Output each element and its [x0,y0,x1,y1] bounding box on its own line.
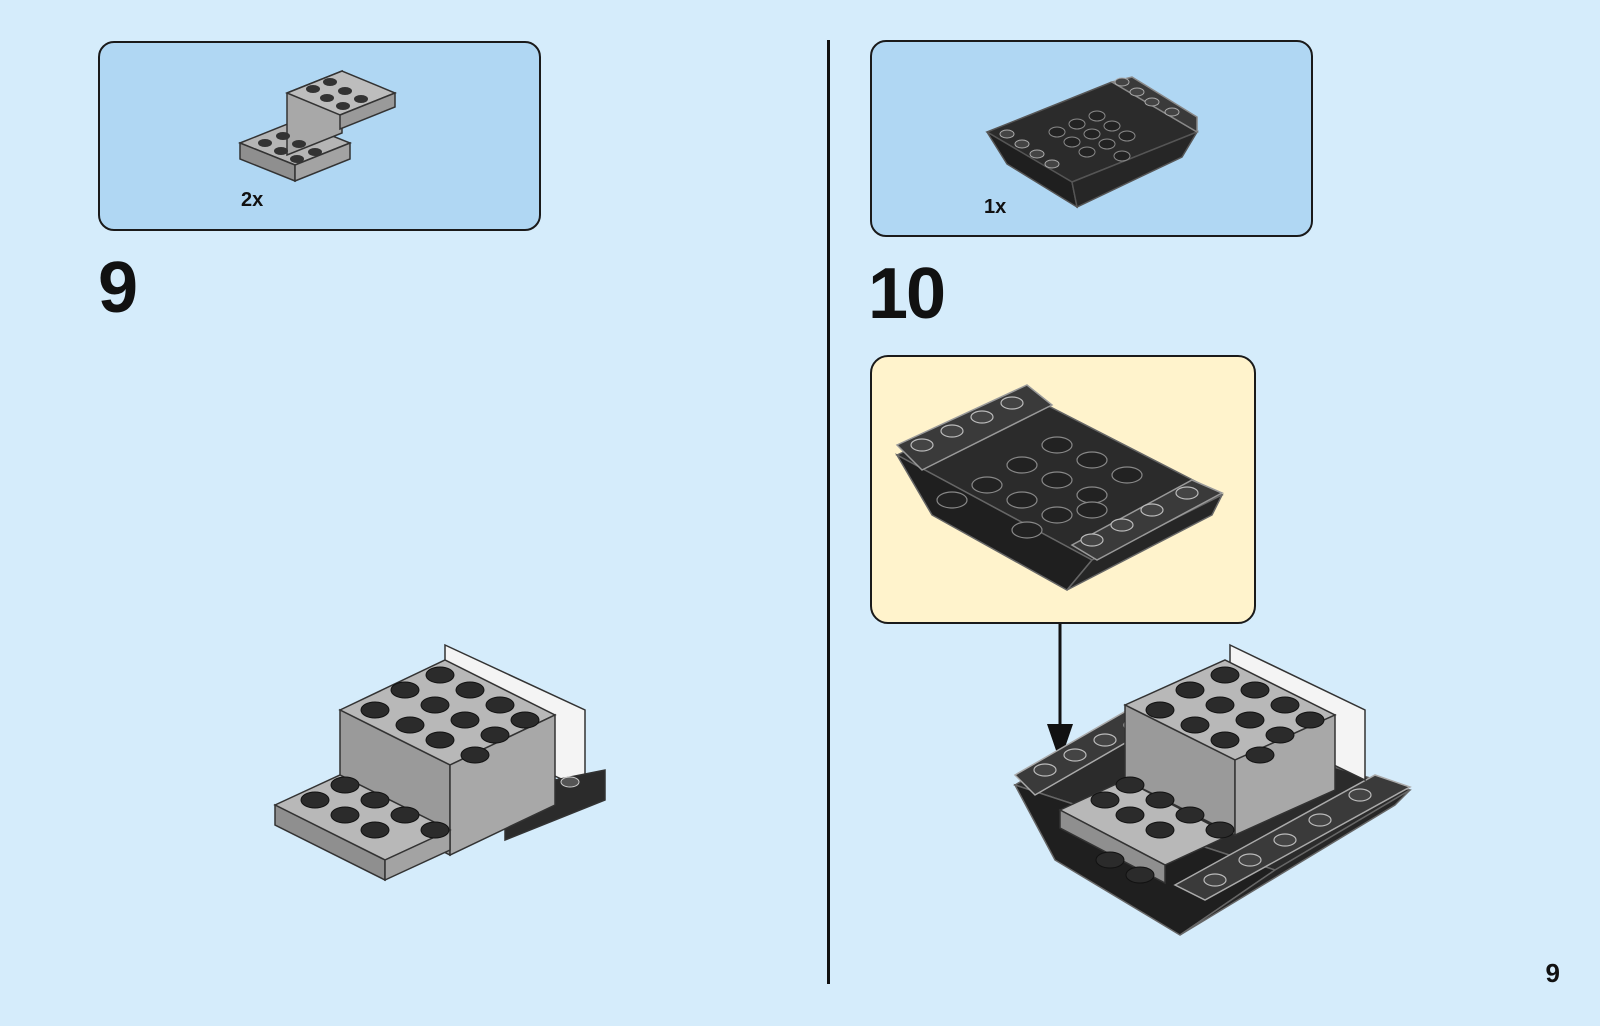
step-10-assembly-illustration [1015,645,1415,940]
parts-box-step-10: 1x [870,40,1313,237]
page-number: 9 [1546,958,1560,989]
step-number-9: 9 [98,252,136,324]
step-number-10: 10 [868,258,944,330]
step-9-assembly-illustration [275,640,615,910]
part-quantity: 2x [241,189,263,212]
gray-bracket-brick-icon [235,63,405,188]
parts-box-step-9: 2x [98,41,541,231]
part-quantity: 1x [984,196,1006,219]
page-divider [827,40,830,984]
callout-box [870,355,1256,624]
black-inverted-slope-plate-detail [892,375,1232,605]
black-inverted-slope-plate-icon [982,72,1202,212]
